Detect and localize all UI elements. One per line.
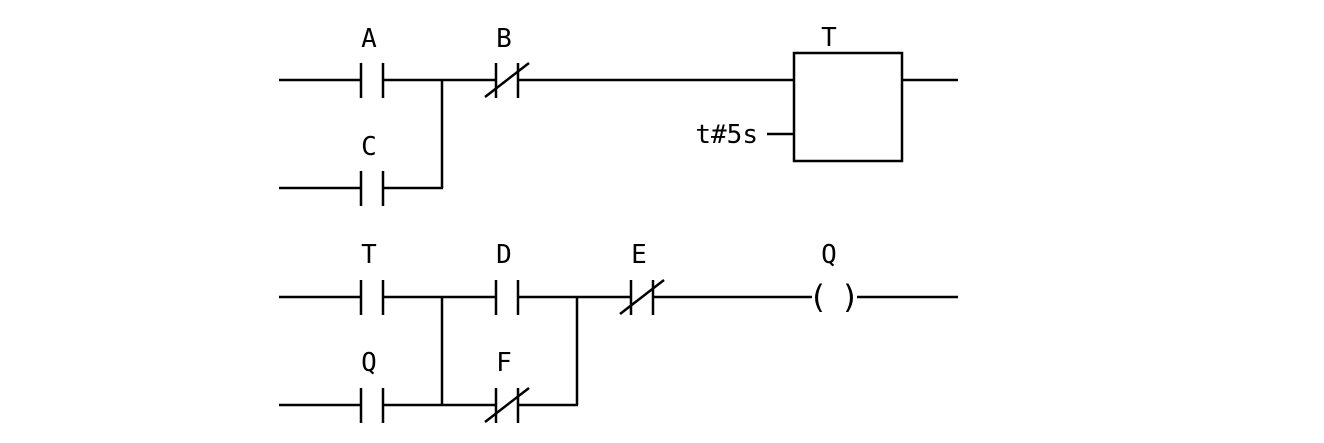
contact-t: T bbox=[359, 240, 385, 315]
coil-q-label: Q bbox=[821, 240, 837, 270]
contact-e-label: E bbox=[631, 240, 647, 270]
contact-f-slash bbox=[484, 387, 530, 423]
contact-b-label: B bbox=[496, 24, 512, 54]
contact-q-label: Q bbox=[361, 348, 377, 378]
rung-2: T Q D F E ( ) bbox=[279, 240, 958, 423]
timer-block: T t#5s bbox=[695, 23, 904, 163]
timer-preset-label: t#5s bbox=[695, 120, 758, 150]
contact-e: E bbox=[619, 240, 665, 315]
contact-q: Q bbox=[359, 348, 385, 423]
contact-f: F bbox=[484, 348, 530, 423]
contact-a-label: A bbox=[361, 24, 377, 54]
contact-b: B bbox=[484, 24, 530, 98]
contact-e-slash bbox=[619, 279, 665, 315]
coil-q-close: ) bbox=[840, 278, 859, 316]
coil-q: ( ) Q bbox=[808, 240, 859, 316]
contact-d: D bbox=[494, 240, 520, 315]
contact-f-label: F bbox=[496, 348, 512, 378]
contact-c-label: C bbox=[361, 132, 377, 162]
rung-1: A B C T t#5s bbox=[279, 23, 958, 206]
timer-name-label: T bbox=[821, 23, 837, 53]
contact-b-slash bbox=[484, 62, 530, 98]
contact-c: C bbox=[359, 132, 385, 206]
timer-box bbox=[792, 51, 904, 163]
contact-t-label: T bbox=[361, 240, 377, 270]
contact-a: A bbox=[359, 24, 385, 98]
contact-d-label: D bbox=[496, 240, 512, 270]
coil-q-open: ( bbox=[808, 278, 827, 316]
